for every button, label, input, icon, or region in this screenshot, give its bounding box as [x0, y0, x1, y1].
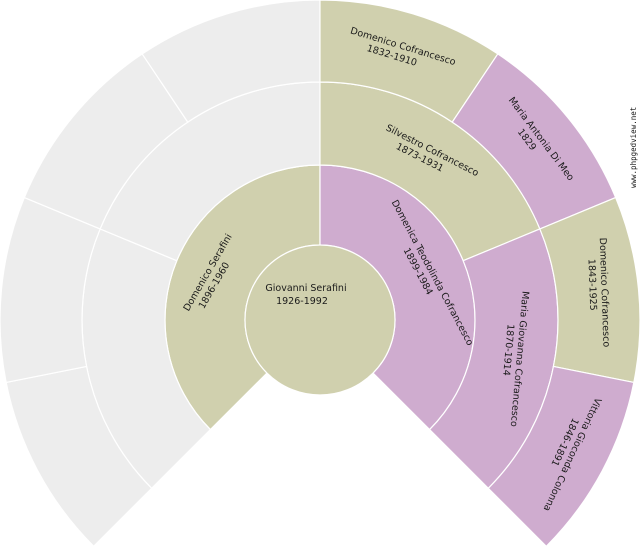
watermark-text: www.phpgedview.net: [629, 107, 638, 188]
watermark: www.phpgedview.net: [628, 92, 638, 188]
ancestor-label: Domenico Cofrancesco1843-1925: [585, 237, 612, 347]
root-person-name: Giovanni Serafini: [265, 283, 346, 294]
ancestor-dates: 1870-1914: [500, 324, 515, 377]
root-person-dates: 1926-1992: [276, 296, 328, 307]
ancestor-dates: 1843-1925: [585, 259, 598, 311]
ancestor-name: Domenico Cofrancesco: [597, 237, 612, 347]
segment-shape: [141, 0, 321, 123]
ancestor-segment[interactable]: Domenico Cofrancesco1843-1925: [539, 196, 640, 384]
empty-ancestor-segment: [141, 0, 321, 123]
segment-shape[interactable]: [487, 365, 635, 548]
ancestor-segment[interactable]: Maria Antonia Di Meo1829: [451, 53, 617, 230]
ancestor-segment[interactable]: Domenico Cofrancesco1832-1910: [319, 0, 499, 123]
root-person[interactable]: Giovanni Serafini 1926-1992: [244, 244, 396, 396]
ancestor-segment[interactable]: Silvestro Cofrancesco1873-1931: [319, 81, 541, 262]
root-person-circle[interactable]: [244, 244, 396, 396]
ancestor-segment[interactable]: Domenico Serafini1896-1960: [164, 164, 321, 431]
